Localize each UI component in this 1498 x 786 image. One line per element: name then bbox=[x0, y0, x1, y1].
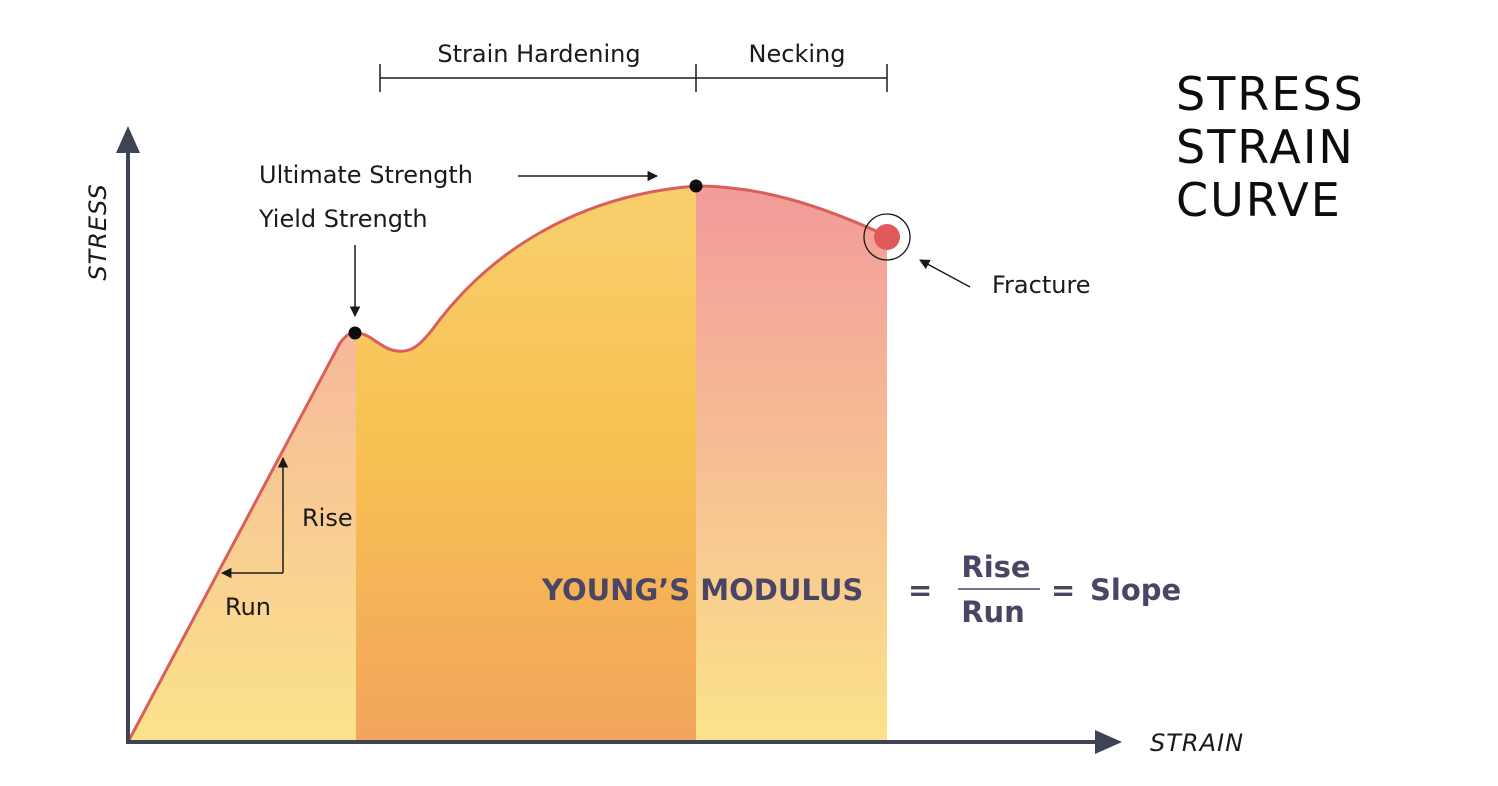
youngs-modulus-label: YOUNG’S MODULUS bbox=[541, 573, 863, 607]
rise-label: Rise bbox=[302, 504, 353, 532]
ultimate-strength-point bbox=[689, 179, 703, 193]
yield-strength-label: Yield Strength bbox=[258, 205, 428, 233]
fracture-label: Fracture bbox=[992, 271, 1091, 299]
fracture-point bbox=[874, 224, 900, 250]
formula-equals-2: = bbox=[1051, 573, 1075, 607]
necking-region bbox=[696, 186, 887, 742]
necking-label: Necking bbox=[749, 40, 846, 68]
formula-equals-1: = bbox=[908, 573, 932, 607]
y-axis-arrow-icon bbox=[116, 126, 140, 153]
y-axis-label: STRESS bbox=[84, 183, 112, 280]
formula-result: Slope bbox=[1090, 573, 1181, 607]
run-label: Run bbox=[225, 593, 271, 621]
title-line-2: STRAIN bbox=[1176, 120, 1355, 174]
x-axis-arrow-icon bbox=[1095, 730, 1122, 754]
ultimate-strength-label: Ultimate Strength bbox=[259, 161, 473, 189]
fracture-arrow bbox=[919, 259, 971, 288]
x-axis-label: STRAIN bbox=[1150, 729, 1244, 757]
title-line-1: STRESS bbox=[1176, 67, 1365, 121]
title-line-3: CURVE bbox=[1176, 173, 1342, 227]
elastic-region bbox=[128, 332, 356, 742]
formula-denominator: Run bbox=[961, 595, 1025, 629]
strain-hardening-label: Strain Hardening bbox=[437, 40, 640, 68]
fracture-ring bbox=[863, 213, 911, 261]
region-brackets bbox=[379, 64, 888, 92]
strain-hardening-region bbox=[356, 186, 696, 742]
formula-numerator: Rise bbox=[961, 550, 1030, 584]
yield-strength-point bbox=[348, 326, 362, 340]
